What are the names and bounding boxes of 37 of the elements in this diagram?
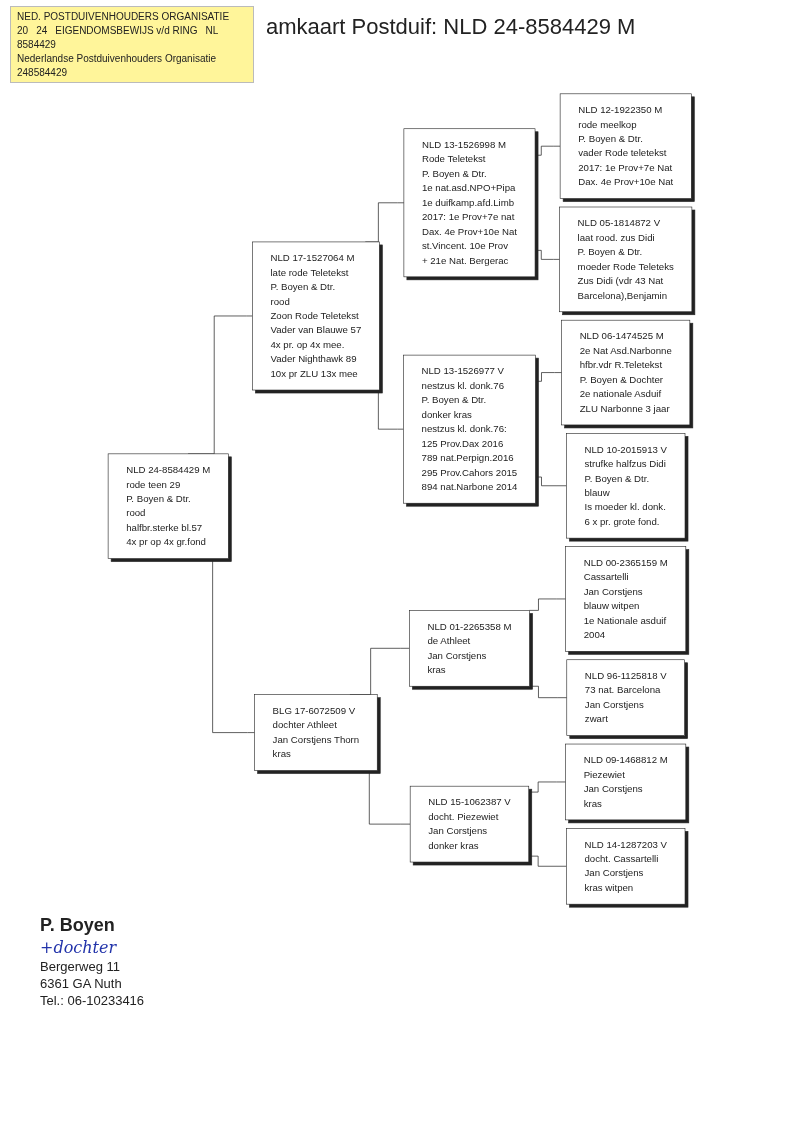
node-box: NLD 14-1287203 V docht. Cassartelli Jan Corstjens kras witpen: [566, 828, 686, 905]
connector: [534, 250, 560, 260]
node-box: NLD 13-1526977 V nestzus kl. donk.76 P. Boyen & Dtr. donker kras nestzus kl. donk.76: 125 Prov.Dax 2016 789 nat.Perpign.2016 295 Prov.Cahors 2015 894 nat.Narbone 2014: [403, 354, 536, 504]
node-box: NLD 09-1468812 M Piezewiet Jan Corstjens kras: [565, 743, 687, 821]
address-line: Bergerweg 11: [40, 959, 120, 974]
connector: [535, 476, 567, 487]
node-box: NLD 10-2015913 V strufke halfzus Didi P. Boyen & Dtr. blauw Is moeder kl. donk. 6 x pr. grote fond.: [566, 433, 686, 539]
ring-card-text: 24: [36, 25, 48, 36]
ring-card-text: NL: [205, 25, 219, 36]
node-box: NLD 96-1125818 V 73 nat. Barcelona Jan Corstjens zwart: [566, 659, 685, 736]
node-box: NLD 13-1526998 M Rode Teletekst P. Boyen & Dtr. 1e nat.asd.NPO+Pipa 1e duifkamp.afd.Limb 2017: 1e Prov+7e nat Dax. 4e Prov+10e Nat st.Vincent. 10e Prov + 21e Nat. Bergerac: [403, 128, 536, 278]
connector: [529, 598, 566, 611]
node-box: NLD 01-2265358 M de Athleet Jan Corstjens kras: [409, 610, 530, 687]
node-box: NLD 06-1474525 M 2e Nat Asd.Narbonne hfbr.vdr R.Teletekst P. Boyen & Dochter 2e nationale Asduif ZLU Narbonne 3 jaar: [561, 319, 691, 426]
node-box: BLG 17-6072509 V dochter Athleet Jan Corstjens Thorn kras: [254, 694, 378, 771]
address-line: Tel.: 06-10233416: [40, 993, 145, 1008]
ring-card-text: Nederlandse Postduivenhouders Organisatie: [17, 53, 216, 64]
connector: [535, 372, 562, 382]
ring-card-text: 248584429: [17, 67, 68, 78]
node-box: NLD 12-1922350 M rode meelkop P. Boyen & Dtr. vader Rode teletekst 2017: 1e Prov+7e Nat Dax. 4e Prov+10e Nat: [559, 93, 692, 199]
node-box: NLD 15-1062387 V docht. Piezewiet Jan Corstjens donker kras: [409, 785, 530, 863]
node-box: NLD 17-1527064 M late rode Teletekst P. Boyen & Dtr. rood Zoon Rode Teletekst Vader van Blauwe 57 4x pr. op 4x mee. Vader Nighthawk 89 10x pr ZLU 13x mee: [252, 241, 380, 391]
connector: [528, 855, 567, 867]
node-box: NLD 05-1814872 V laat rood. zus Didi P. Boyen & Dtr. moeder Rode Teleteks Zus Didi (vdr 43 Nat Barcelona),Benjamin: [559, 206, 693, 313]
connector: [529, 685, 568, 699]
title: amkaart Postduif: NLD 24-8584429 M: [266, 14, 636, 40]
ring-card-text: 20: [17, 25, 29, 36]
node-box: NLD 00-2365159 M Cassartelli Jan Corstjens blauw witpen 1e Nationale asduif 2004: [565, 546, 687, 652]
ring-card-text: NED. POSTDUIVENHOUDERS ORGANISATIE: [17, 11, 230, 22]
connector: [534, 145, 561, 156]
ring-card-text: 8584429: [17, 39, 56, 50]
breeder-name: P. Boyen: [40, 915, 115, 936]
handwritten-note: +dochter: [40, 938, 117, 957]
address-line: 6361 GA Nuth: [40, 976, 122, 991]
ring-card-text: EIGENDOMSBEWIJS v/d RING: [55, 25, 198, 36]
node-box: NLD 24-8584429 M rode teen 29 P. Boyen & Dtr. rood halfbr.sterke bl.57 4x pr op 4x gr.fond: [107, 453, 229, 559]
connector: [528, 781, 566, 793]
